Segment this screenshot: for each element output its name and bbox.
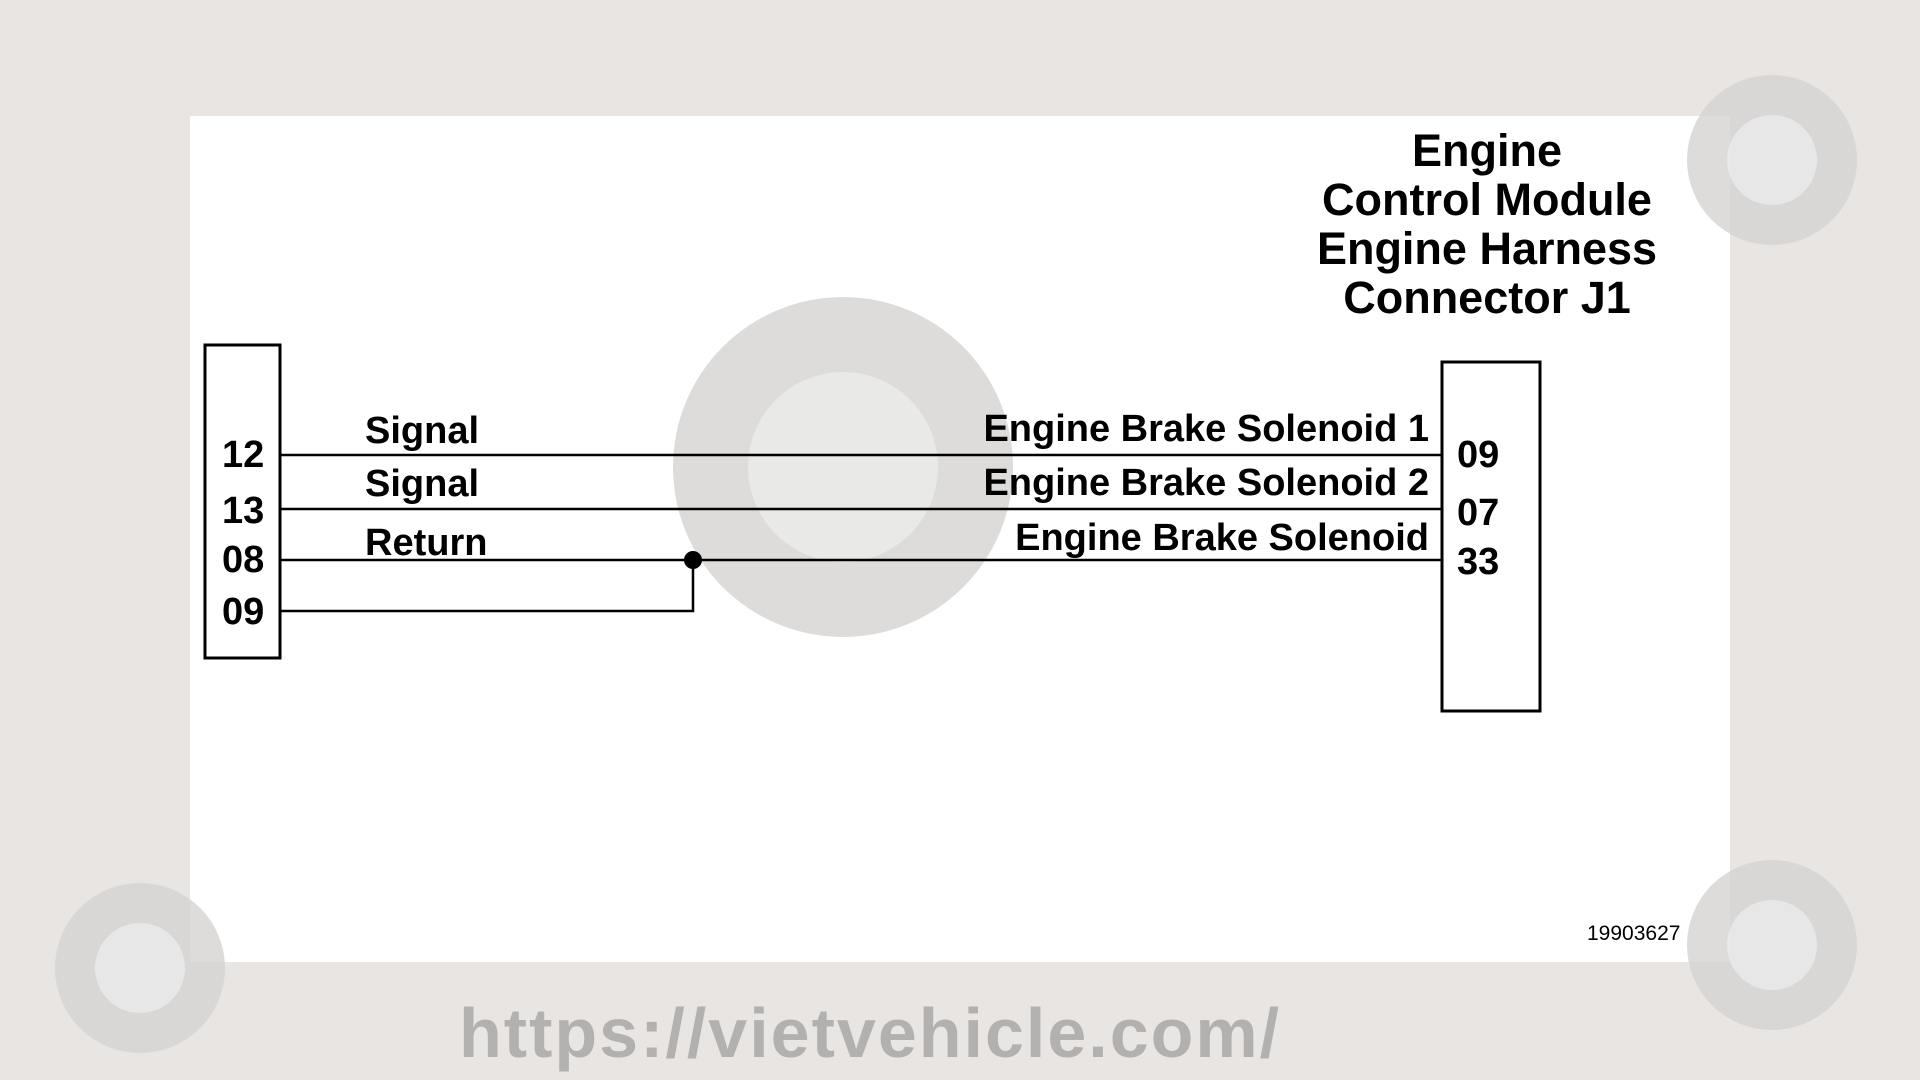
left-connector [203,343,282,660]
wire-destination-label: Engine Brake Solenoid 1 [983,408,1429,450]
module-title-line-2: Control Module [1322,174,1652,225]
watermark-logo-bottom-left [55,883,225,1053]
ecm-pin: 33 [1457,541,1499,583]
module-title-line-3: Engine Harness [1317,223,1657,274]
left-pin: 12 [222,434,264,476]
module-title-line-1: Engine [1412,125,1562,176]
splice-dot [684,551,702,569]
left-pin: 13 [222,490,264,532]
watermark-logo-bottom-right [1687,860,1857,1030]
figure-id: 19903627 [1587,922,1680,945]
watermark-url: https://vietvehicle.com/ [459,994,1281,1072]
ecm-pin: 09 [1457,434,1499,476]
ecm-connector-j1 [1440,360,1542,713]
left-pin: 09 [222,591,264,633]
left-pin: 08 [222,539,264,581]
watermark-logo-top-right [1687,75,1857,245]
wire-label: Signal [365,463,479,505]
wire-label: Signal [365,410,479,452]
wire-destination-label: Engine Brake Solenoid [1015,517,1429,559]
module-title-line-4: Connector J1 [1343,272,1631,323]
wire-label: Return [365,522,487,564]
wire-destination-label: Engine Brake Solenoid 2 [983,462,1429,504]
watermark-logo-center [673,297,1013,637]
ecm-pin: 07 [1457,492,1499,534]
wire-return-jumper [280,560,695,613]
